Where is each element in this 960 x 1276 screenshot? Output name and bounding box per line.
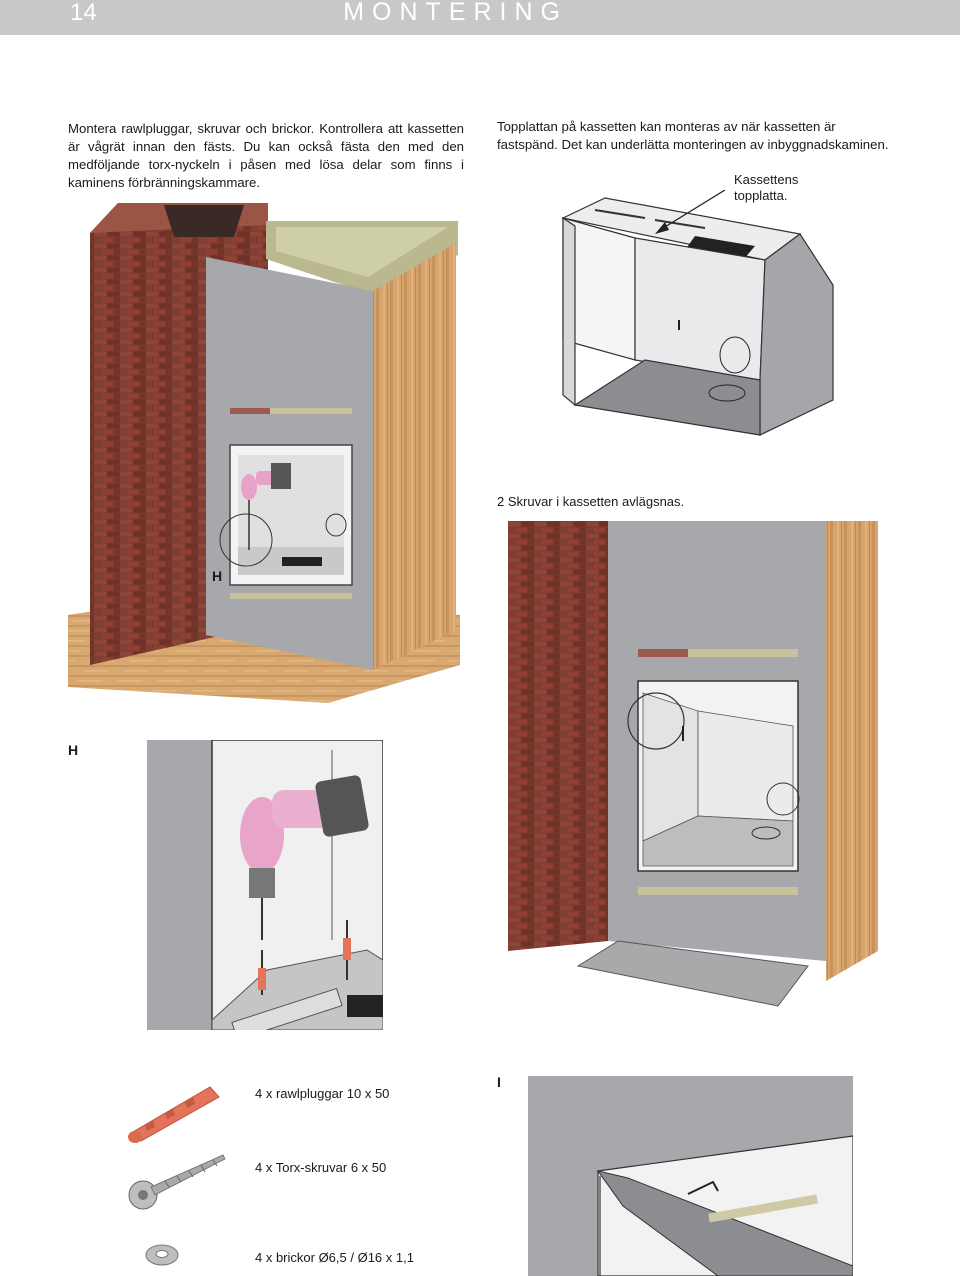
detail-h-drill xyxy=(147,740,383,1030)
section-title: MONTERING xyxy=(343,0,568,26)
parts-label-washers: 4 x brickor Ø6,5 / Ø16 x 1,1 xyxy=(255,1250,414,1265)
parts-label-torx-screws: 4 x Torx-skruvar 6 x 50 xyxy=(255,1160,387,1175)
instruction-text-right: Topplattan på kassetten kan monteras av … xyxy=(497,119,889,152)
page-header: 14 MONTERING xyxy=(0,0,960,35)
detail-i-cassette xyxy=(528,1076,853,1276)
page-number: 14 xyxy=(70,0,97,26)
cassette-top-plate-drawing xyxy=(561,190,834,436)
step-letter-h-detail: H xyxy=(68,742,79,758)
installation-drawing-h xyxy=(68,203,460,703)
parts-label-rawlplugs: 4 x rawlpluggar 10 x 50 xyxy=(255,1086,390,1101)
installation-drawing-i xyxy=(508,521,878,1023)
washer-icon xyxy=(145,1244,179,1266)
step-letter-i-detail: I xyxy=(497,1074,501,1090)
caption-screws-removed: 2 Skruvar i kassetten avlägsnas. xyxy=(497,494,685,509)
torx-screw-icon xyxy=(128,1154,226,1210)
step-letter-h: H xyxy=(212,568,223,584)
callout-top-plate: Kassettens topplatta. xyxy=(734,172,799,203)
rawlplug-icon xyxy=(128,1086,220,1143)
instruction-text-left: Montera rawlpluggar, skruvar och brickor… xyxy=(68,121,464,190)
